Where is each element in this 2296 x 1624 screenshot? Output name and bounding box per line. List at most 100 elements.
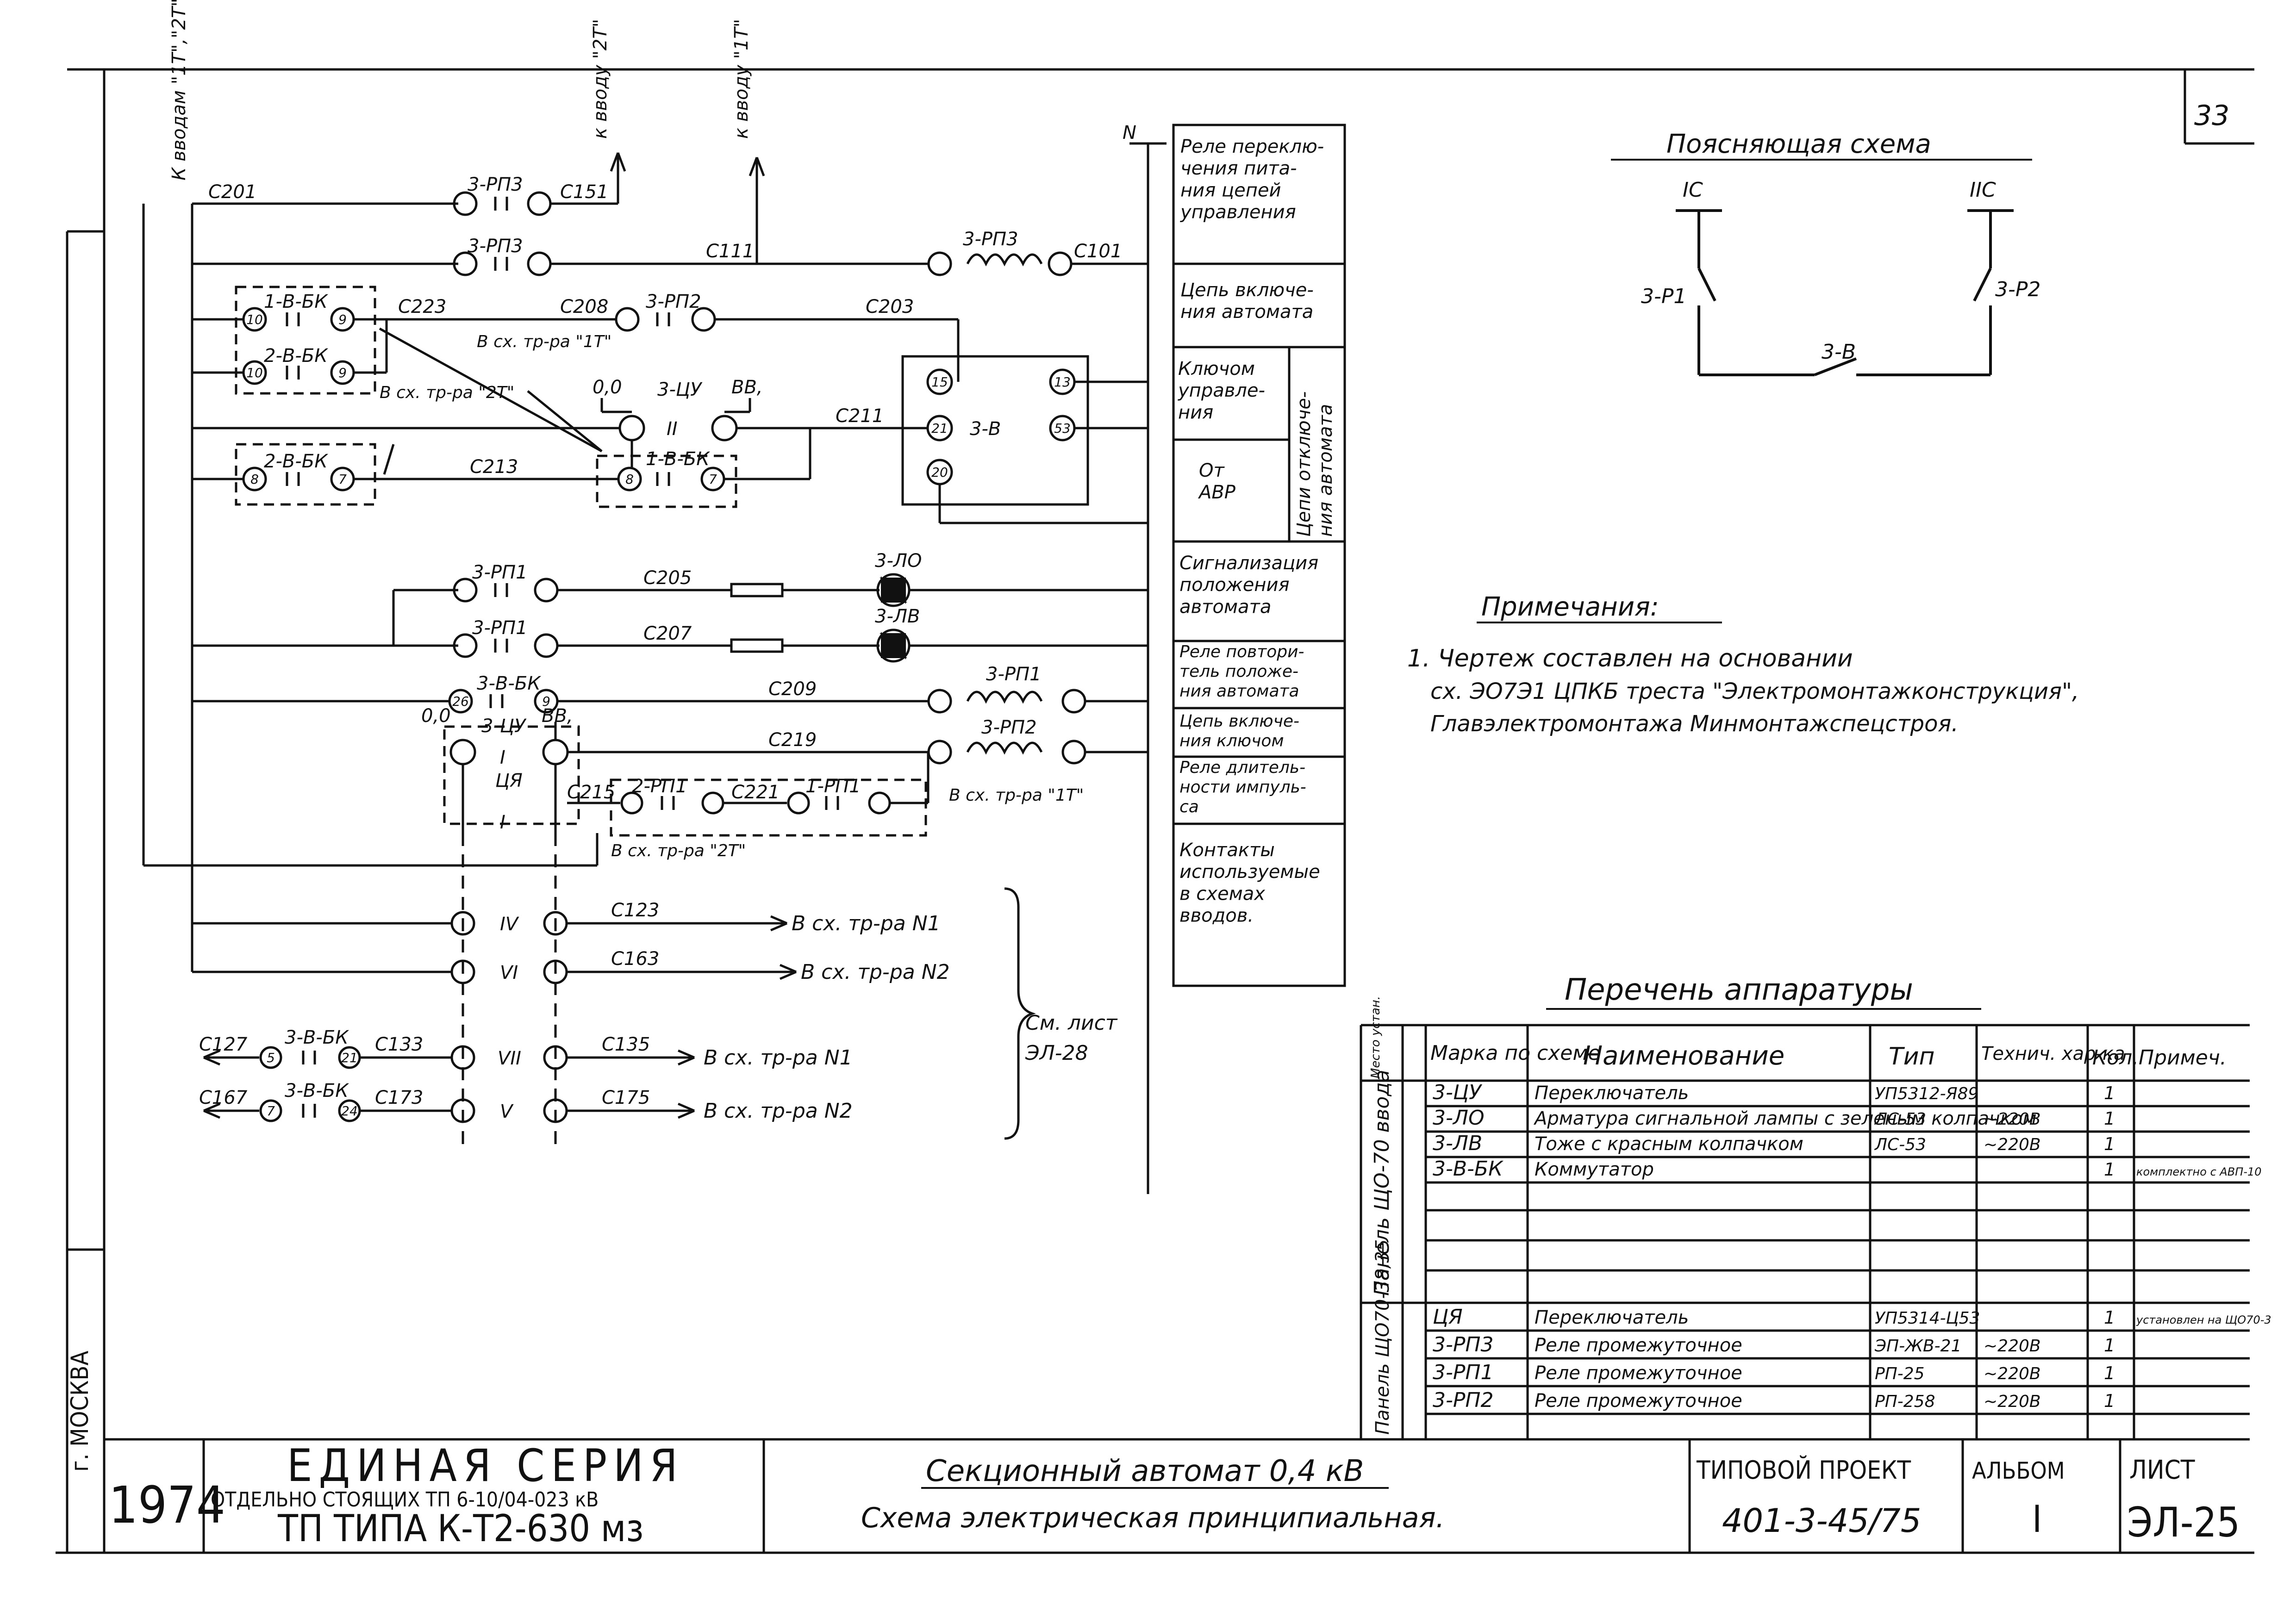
- table-cell: ~220В: [1984, 1392, 2041, 1411]
- device-label: 2-В-БК: [264, 345, 328, 367]
- side-city-label: г. МОСКВА: [66, 1351, 94, 1472]
- wire-label: С175: [602, 1087, 650, 1108]
- device-label: 3-ЦУ: [657, 379, 703, 400]
- table-header: Примеч.: [2139, 1046, 2227, 1070]
- table-header: Марка по схеме: [1430, 1041, 1601, 1065]
- device-label: 1-В-БК: [264, 291, 328, 312]
- see-sheet-code: ЭЛ-28: [1025, 1041, 1088, 1065]
- device-label: 3-РП3: [468, 174, 523, 195]
- table-cell: ЛС-53: [1874, 1110, 1926, 1129]
- terminal-number: 9: [542, 694, 550, 709]
- table-cell: 3-ЛВ: [1433, 1132, 1482, 1155]
- legend-item: Реле длитель-ности импуль-са: [1179, 758, 1306, 816]
- terminal-number: 21: [931, 421, 948, 436]
- legend-item-vertical: Цепи отключе-ния автомата: [1293, 392, 1336, 537]
- wire-label: С127: [199, 1034, 248, 1055]
- table-header: Кол.: [2092, 1046, 2139, 1070]
- table-cell: 1: [2104, 1083, 2115, 1103]
- terminal-number: 7: [267, 1103, 275, 1119]
- title-block-text: 1974 ЕДИНАЯ СЕРИЯ ОТДЕЛЬНО СТОЯЩИХ ТП 6-…: [109, 1440, 2240, 1550]
- wire-label: С151: [560, 181, 608, 203]
- position-label: 0,0: [593, 377, 622, 398]
- wire-label: С215: [567, 782, 615, 803]
- device-label: ЦЯ: [495, 770, 523, 791]
- legend-item: Цепь включе-ния автомата: [1180, 280, 1314, 323]
- equipment-table-text: Место устан. Марка по схеме Наименование…: [1369, 996, 2227, 1435]
- reference-label: В сх. тр-ра "1Т": [949, 786, 1084, 805]
- legend-item: Реле повтори-тель положе-ния автомата: [1179, 642, 1304, 701]
- table-cell: Реле промежуточное: [1535, 1335, 1742, 1356]
- table-cell: 3-РП1: [1433, 1361, 1493, 1384]
- project-label: ТИПОВОЙ ПРОЕКТ: [1696, 1456, 1911, 1485]
- table-cell: ЭП-ЖВ-21: [1874, 1337, 1961, 1356]
- header-label: к вводу "1Т": [731, 19, 752, 139]
- table-cell: 3-РП3: [1433, 1333, 1493, 1356]
- table-group-label: Панель ЩО-70 ввода: [1370, 1070, 1394, 1296]
- explanatory-label: IIС: [1970, 178, 1996, 202]
- device-label: 3-РП1: [472, 562, 528, 583]
- table-cell: ~220В: [1984, 1337, 2041, 1356]
- terminal-number: 8: [250, 472, 259, 487]
- table-cell: 1: [2104, 1391, 2115, 1411]
- explanatory-label: 3-В: [1822, 340, 1856, 364]
- position-label: II: [667, 418, 678, 440]
- table-cell: 1: [2104, 1159, 2115, 1180]
- wire-label: С207: [643, 623, 692, 644]
- table-cell: ~220В: [1984, 1135, 2041, 1154]
- position-label: VII: [498, 1048, 521, 1069]
- table-cell: Коммутатор: [1535, 1159, 1654, 1180]
- table-cell: РП-258: [1875, 1392, 1935, 1411]
- album-number: I: [2032, 1498, 2042, 1541]
- header-label: к вводу "2Т": [590, 19, 611, 139]
- explanatory-label: IС: [1683, 178, 1703, 202]
- position-label: I: [500, 812, 505, 833]
- table-cell: ЦЯ: [1433, 1305, 1463, 1329]
- terminal-numbers: 10 9 10 9 8 7 8 7 15 21 20 13 53 26 9 5 …: [246, 312, 1071, 1119]
- equipment-table: [1360, 1024, 2250, 1441]
- reference-label: В сх. тр-ра "2Т": [611, 841, 746, 860]
- table-cell: Реле промежуточное: [1535, 1363, 1742, 1384]
- device-label: 3-В-БК: [285, 1080, 349, 1101]
- album-label: АЛЬБОМ: [1972, 1457, 2065, 1484]
- table-cell: Тоже с красным колпачком: [1535, 1133, 1803, 1155]
- title-series: ЕДИНАЯ СЕРИЯ: [287, 1440, 684, 1492]
- device-label: 3-РП2: [981, 717, 1037, 738]
- wire-label: С205: [643, 567, 692, 589]
- device-label: 3-РП1: [472, 617, 528, 639]
- wire-label: С123: [611, 900, 659, 921]
- notes-line: сх. ЭО7Э1 ЦПКБ треста "Электромонтажконс…: [1430, 678, 2079, 704]
- table-cell: ~220В: [1984, 1364, 2041, 1383]
- title-subtitle: ОТДЕЛЬНО СТОЯЩИХ ТП 6-10/04-023 кВ: [211, 1488, 599, 1512]
- table-cell: Переключатель: [1535, 1307, 1689, 1328]
- signal-lamps: [880, 576, 907, 660]
- wire-label: С111: [706, 241, 754, 262]
- table-cell: 1: [2104, 1307, 2115, 1328]
- device-label: 1-РП1: [805, 776, 861, 797]
- terminal-number: 53: [1054, 421, 1071, 436]
- table-cell: Арматура сигнальной лампы с зеленым колп…: [1533, 1108, 2037, 1129]
- device-label: 3-РП2: [646, 291, 701, 312]
- table-cell: установлен на ЩО70-3: [2136, 1313, 2271, 1326]
- terminal-number: 20: [931, 465, 948, 480]
- table-cell: комплектно с АВП-10: [2136, 1165, 2262, 1178]
- table-cell: 1: [2104, 1363, 2115, 1383]
- arrow-label: В сх. тр-ра N1: [792, 912, 941, 935]
- device-label: 3-В: [970, 418, 1001, 440]
- notes: Примечания: 1. Чертеж составлен на основ…: [1407, 592, 2079, 737]
- table-header: Наименование: [1583, 1041, 1784, 1071]
- wire-label: С203: [866, 296, 914, 317]
- header-label: К вводам "1Т","2Т": [168, 0, 190, 180]
- notes-line: Главэлектромонтажа Минмонтажспецстроя.: [1430, 711, 1959, 737]
- terminal-number: 21: [341, 1050, 358, 1065]
- wire-label: С101: [1074, 241, 1122, 262]
- arrow-label: В сх. тр-ра N1: [704, 1046, 853, 1070]
- title-year: 1974: [109, 1475, 225, 1535]
- wire-label: С167: [199, 1087, 248, 1108]
- table-cell: Переключатель: [1535, 1083, 1689, 1104]
